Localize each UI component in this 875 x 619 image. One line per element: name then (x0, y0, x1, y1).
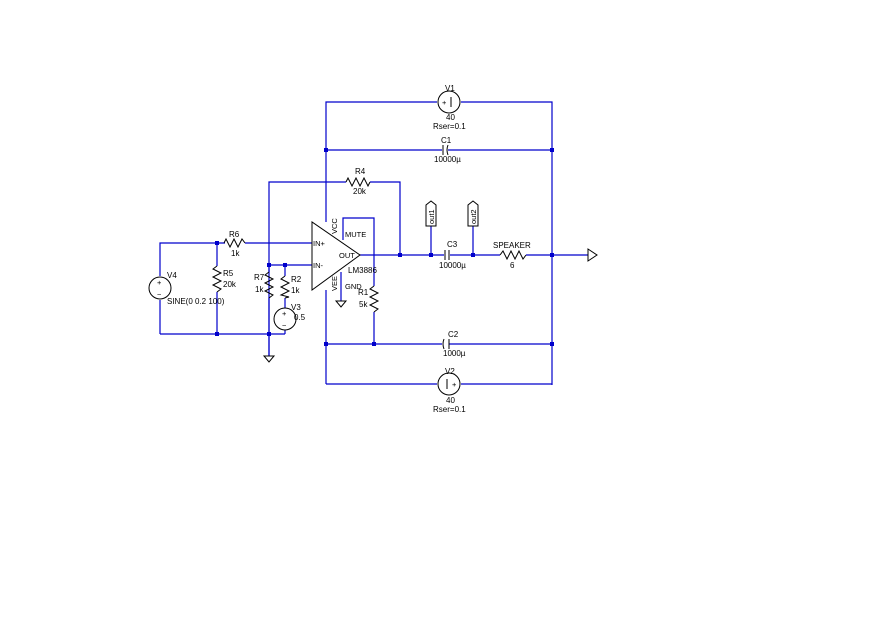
v3-value: 0.5 (294, 313, 306, 322)
v2-plus-sign: + (452, 380, 457, 389)
ground-symbol-opamp (334, 300, 348, 308)
wires (159, 101, 588, 385)
r6-name: R6 (229, 230, 240, 239)
output-port-icon (587, 248, 598, 262)
junction (550, 253, 554, 257)
capacitor-c3[interactable]: C3 10000µ (439, 240, 466, 270)
r2-name: R2 (291, 275, 302, 284)
junction (324, 148, 328, 152)
c1-name: C1 (441, 136, 452, 145)
v3-name: V3 (291, 303, 301, 312)
junction (550, 148, 554, 152)
speaker-name: SPEAKER (493, 241, 531, 250)
c1-value: 10000µ (434, 155, 461, 164)
v2-param: Rser=0.1 (433, 405, 466, 414)
junction (398, 253, 402, 257)
source-v4[interactable]: + − V4 SINE(0 0.2 100) (148, 271, 225, 306)
resistor-r7[interactable]: R7 1k (254, 271, 275, 356)
opamp-lm3886[interactable]: IN+ IN- OUT MUTE GND VCC VEE LM3886 (311, 218, 377, 291)
net-label-out2[interactable]: out2 (467, 200, 479, 227)
v4-value: SINE(0 0.2 100) (167, 297, 225, 306)
capacitor-c1[interactable]: C1 10000µ (434, 136, 461, 164)
junction (324, 342, 328, 346)
wire-v1-right (461, 101, 553, 150)
v3-minus-sign: − (282, 321, 287, 330)
pin-vcc: VCC (330, 218, 339, 234)
r1-value: 5k (359, 300, 368, 309)
wire-r4-right (370, 181, 401, 255)
ground-symbol-left (262, 355, 276, 363)
c3-name: C3 (447, 240, 458, 249)
junction (550, 342, 554, 346)
v2-name: V2 (445, 367, 455, 376)
junction (267, 263, 271, 267)
resistor-r6[interactable]: R6 1k (223, 230, 246, 258)
r7-value: 1k (255, 285, 264, 294)
r6-value: 1k (231, 249, 240, 258)
source-v1[interactable]: + V1 40 Rser=0.1 (433, 84, 466, 131)
resistor-r2[interactable]: R2 1k (279, 275, 302, 299)
out1-label: out1 (427, 209, 436, 224)
source-v3[interactable]: + − V3 0.5 (273, 303, 306, 331)
junction (283, 263, 287, 267)
junction (215, 332, 219, 336)
wire-v4-top (159, 242, 225, 276)
v3-plus-sign: + (282, 309, 287, 318)
junction (372, 342, 376, 346)
junction (471, 253, 475, 257)
v2-value: 40 (446, 396, 455, 405)
wire-mute (342, 217, 375, 286)
v4-minus-sign: − (157, 290, 162, 299)
r2-value: 1k (291, 286, 300, 295)
speaker-load[interactable]: SPEAKER 6 (493, 241, 531, 270)
c2-value: 1000µ (443, 349, 466, 358)
speaker-value: 6 (510, 261, 515, 270)
pin-vee: VEE (330, 276, 339, 291)
c3-value: 10000µ (439, 261, 466, 270)
r4-value: 20k (353, 187, 367, 196)
net-label-out1[interactable]: out1 (425, 200, 437, 227)
v1-param: Rser=0.1 (433, 122, 466, 131)
wire-v1-loop (325, 101, 437, 150)
v4-name: V4 (167, 271, 177, 280)
resistor-r5[interactable]: R5 20k (211, 265, 237, 293)
junction (429, 253, 433, 257)
junction (215, 241, 219, 245)
v1-name: V1 (445, 84, 455, 93)
junction-dots (215, 148, 554, 346)
pin-in-plus: IN+ (313, 239, 326, 248)
resistor-r1[interactable]: R1 5k (358, 285, 380, 313)
pin-out: OUT (339, 251, 355, 260)
out2-label: out2 (469, 209, 478, 224)
r7-name: R7 (254, 273, 265, 282)
c2-name: C2 (448, 330, 459, 339)
opamp-part: LM3886 (348, 266, 377, 275)
pin-mute: MUTE (345, 230, 366, 239)
pin-in-minus: IN- (313, 261, 324, 270)
pin-gnd: GND (345, 282, 362, 291)
r5-value: 20k (223, 280, 237, 289)
v4-plus-sign: + (157, 278, 162, 287)
resistor-r4[interactable]: R4 20k (345, 167, 371, 196)
r1-name: R1 (358, 288, 369, 297)
capacitor-c2[interactable]: C2 1000µ (442, 330, 466, 358)
v1-plus-sign: + (442, 98, 447, 107)
r5-name: R5 (223, 269, 234, 278)
r4-name: R4 (355, 167, 366, 176)
source-v2[interactable]: + V2 40 Rser=0.1 (433, 367, 466, 414)
v1-value: 40 (446, 113, 455, 122)
